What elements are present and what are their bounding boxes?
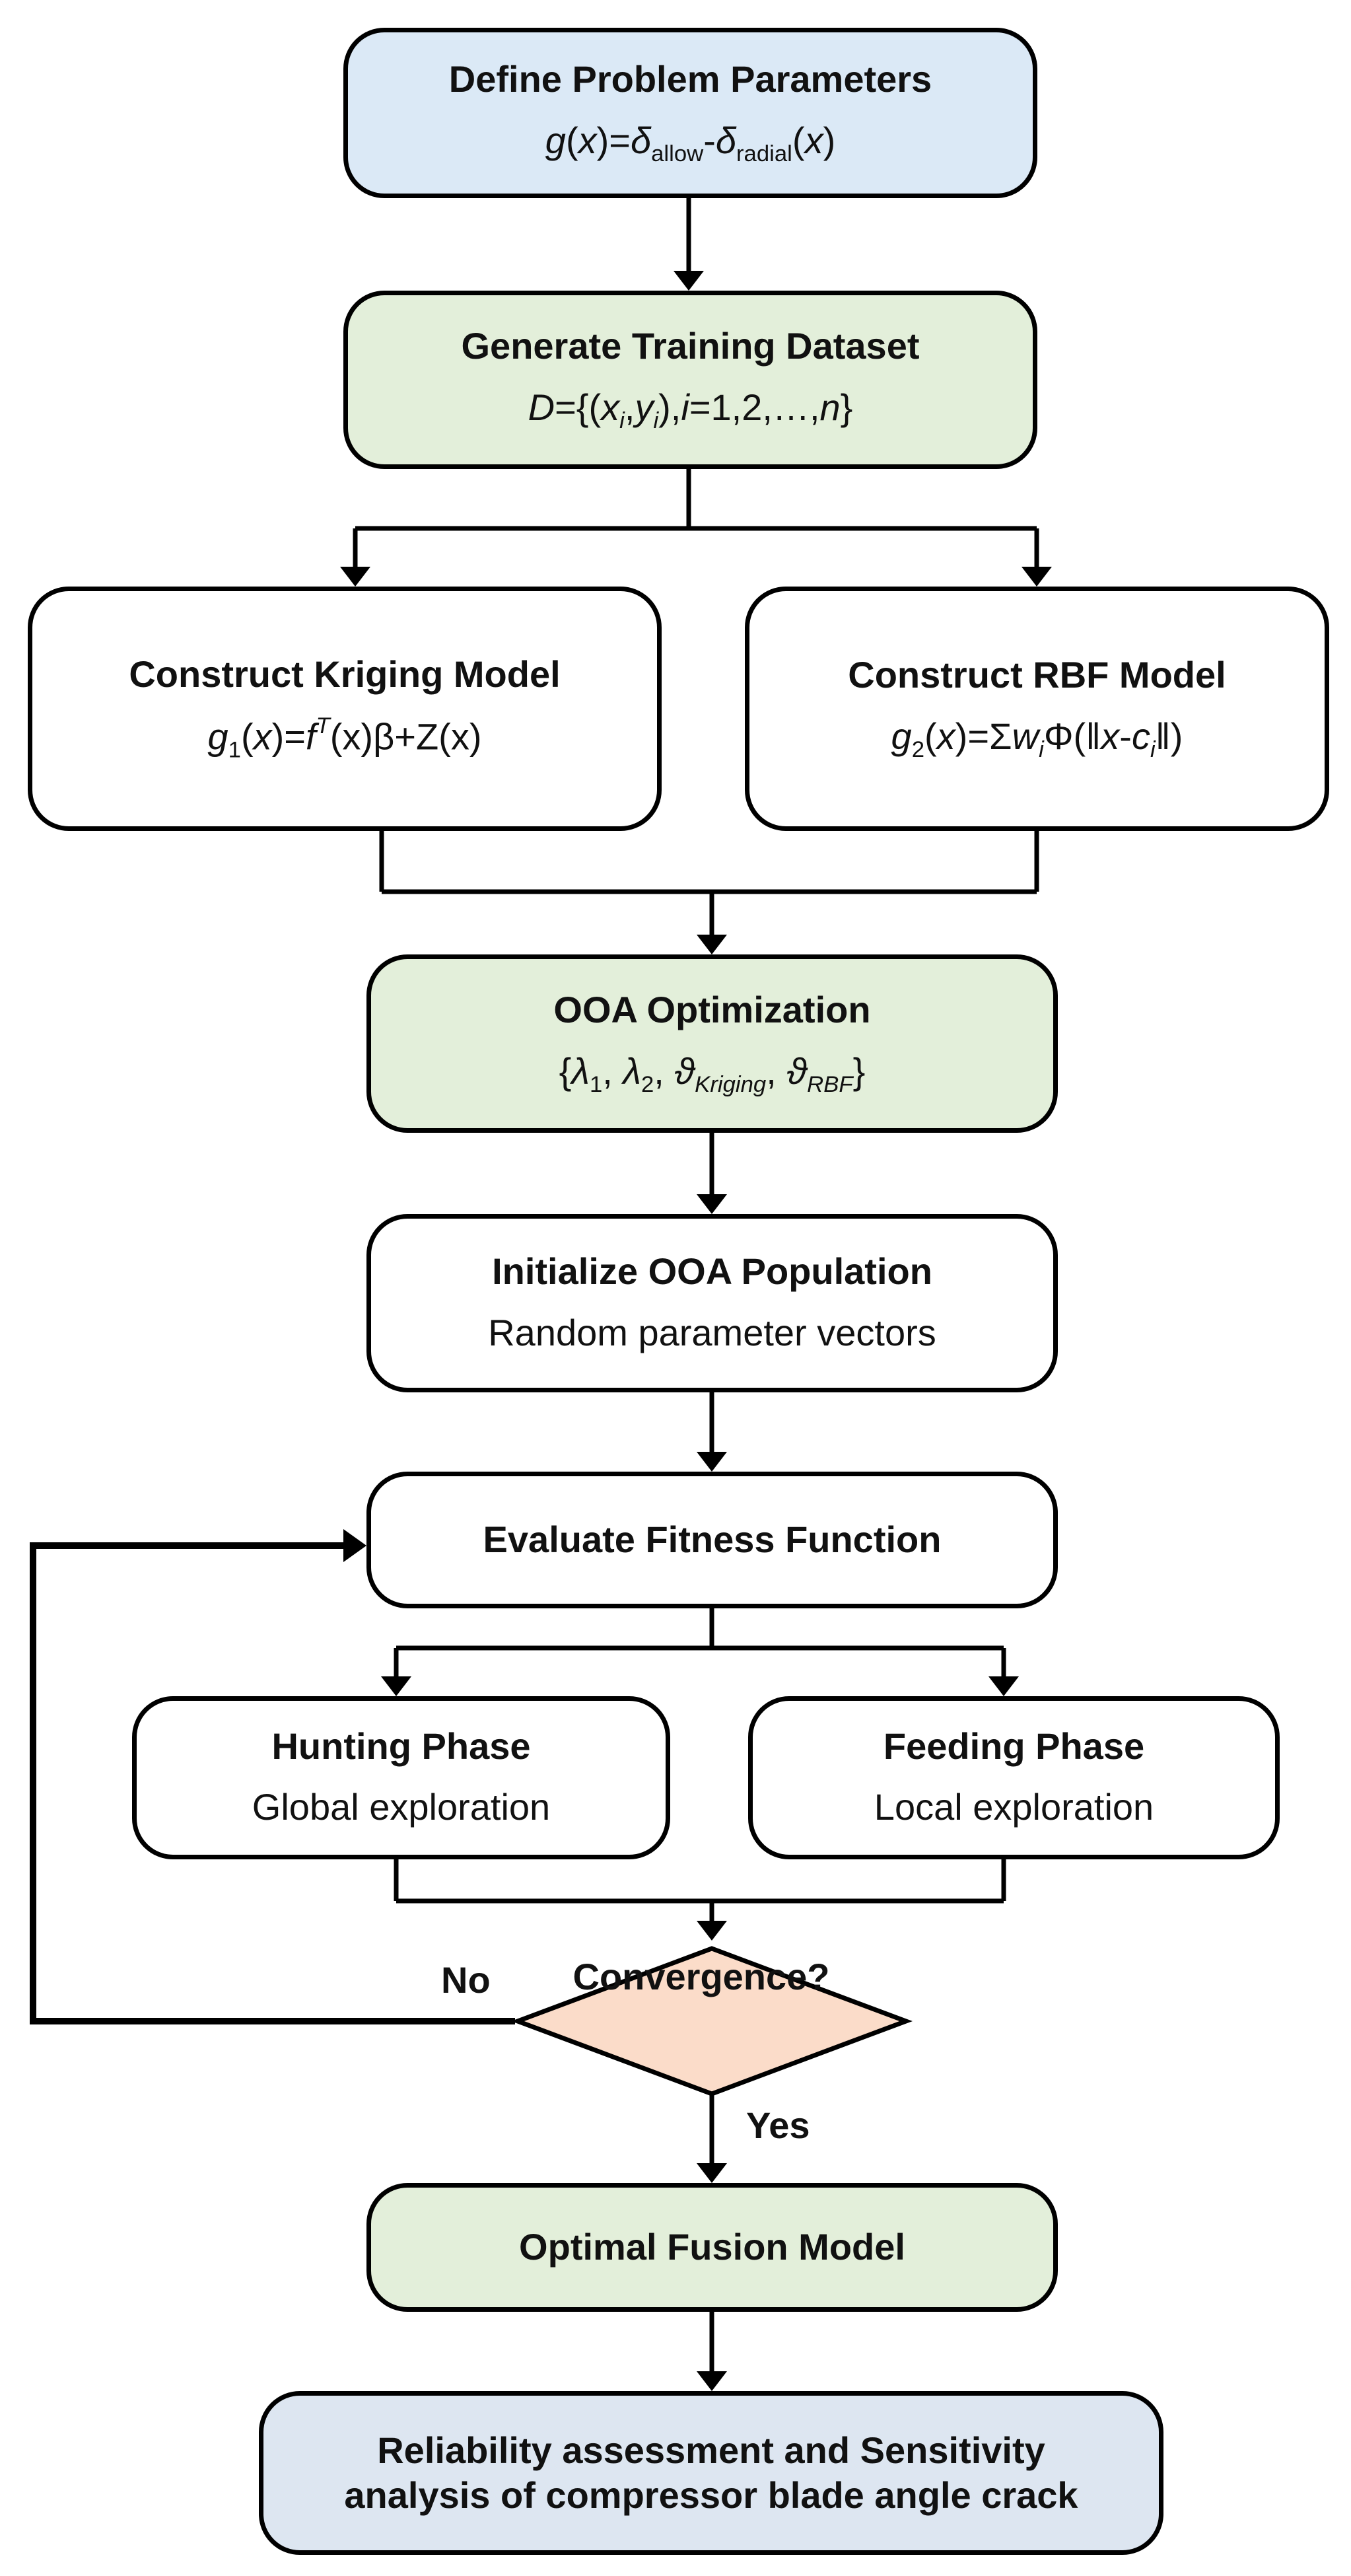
kriging-model-title: Construct Kriging Model	[129, 653, 561, 696]
arrowhead	[697, 2371, 727, 2391]
arrowhead	[988, 1676, 1019, 1696]
line-models-merge	[379, 831, 1039, 935]
arrowhead	[343, 1529, 366, 1562]
yes-label: Yes	[746, 2104, 810, 2146]
optimal-fusion-title: Optimal Fusion Model	[519, 2226, 905, 2268]
define-problem-node: Define Problem Parameters g(x)=δallow-δr…	[343, 28, 1037, 198]
line-generate-split	[353, 469, 1039, 568]
dataset-formula: D={(xi,yi),i=1,2,…,n}	[528, 386, 853, 433]
feeding-phase-node: Feeding Phase Local exploration	[748, 1696, 1280, 1859]
rbf-formula: g2(x)=ΣwiΦ(‖x-ci‖)	[891, 715, 1183, 762]
generate-dataset-node: Generate Training Dataset D={(xi,yi),i=1…	[343, 291, 1037, 469]
feeding-phase-subtitle: Local exploration	[874, 1786, 1154, 1828]
define-problem-title: Define Problem Parameters	[448, 58, 932, 100]
ooa-optimization-title: OOA Optimization	[553, 989, 871, 1031]
init-population-subtitle: Random parameter vectors	[488, 1311, 936, 1353]
evaluate-fitness-title: Evaluate Fitness Function	[483, 1519, 942, 1561]
arrowhead	[340, 567, 370, 587]
limit-state-formula: g(x)=δallow-δradial(x)	[545, 119, 836, 166]
reliability-assessment-title: Reliability assessment and Sensitivity a…	[344, 2429, 1078, 2516]
arrowhead	[697, 1921, 727, 1941]
rbf-model-node: Construct RBF Model g2(x)=ΣwiΦ(‖x-ci‖)	[745, 587, 1329, 831]
arrowhead	[674, 271, 704, 291]
optimal-fusion-node: Optimal Fusion Model	[366, 2183, 1058, 2312]
hunting-phase-node: Hunting Phase Global exploration	[132, 1696, 670, 1859]
feeding-phase-title: Feeding Phase	[883, 1725, 1145, 1767]
reliability-assessment-node: Reliability assessment and Sensitivity a…	[259, 2391, 1163, 2555]
convergence-label: Convergence?	[572, 1956, 830, 1997]
arrowhead	[381, 1676, 411, 1696]
evaluate-fitness-node: Evaluate Fitness Function	[366, 1472, 1058, 1608]
loop-back-no	[30, 1542, 515, 2024]
arrowhead	[1022, 567, 1052, 587]
rbf-model-title: Construct RBF Model	[848, 654, 1226, 696]
ooa-parameters: {λ1, λ2, ϑKriging, ϑRBF}	[559, 1050, 866, 1097]
arrowhead	[697, 1194, 727, 1214]
arrowhead	[697, 2163, 727, 2183]
line-phases-merge	[394, 1859, 1006, 1922]
kriging-model-node: Construct Kriging Model g1(x)=fT(x)β+Z(x…	[28, 587, 662, 831]
hunting-phase-subtitle: Global exploration	[252, 1786, 551, 1828]
hunting-phase-title: Hunting Phase	[271, 1725, 531, 1767]
arrowhead	[697, 1452, 727, 1472]
ooa-optimization-node: OOA Optimization {λ1, λ2, ϑKriging, ϑRBF…	[366, 954, 1058, 1133]
convergence-diamond-shape	[511, 1946, 913, 2096]
arrowhead	[697, 935, 727, 954]
kriging-formula: g1(x)=fT(x)β+Z(x)	[207, 713, 482, 763]
init-population-title: Initialize OOA Population	[492, 1250, 932, 1293]
no-label: No	[441, 1959, 491, 2001]
init-population-node: Initialize OOA Population Random paramet…	[366, 1214, 1058, 1392]
line-fitness-split	[394, 1608, 1006, 1678]
generate-dataset-title: Generate Training Dataset	[461, 325, 920, 367]
